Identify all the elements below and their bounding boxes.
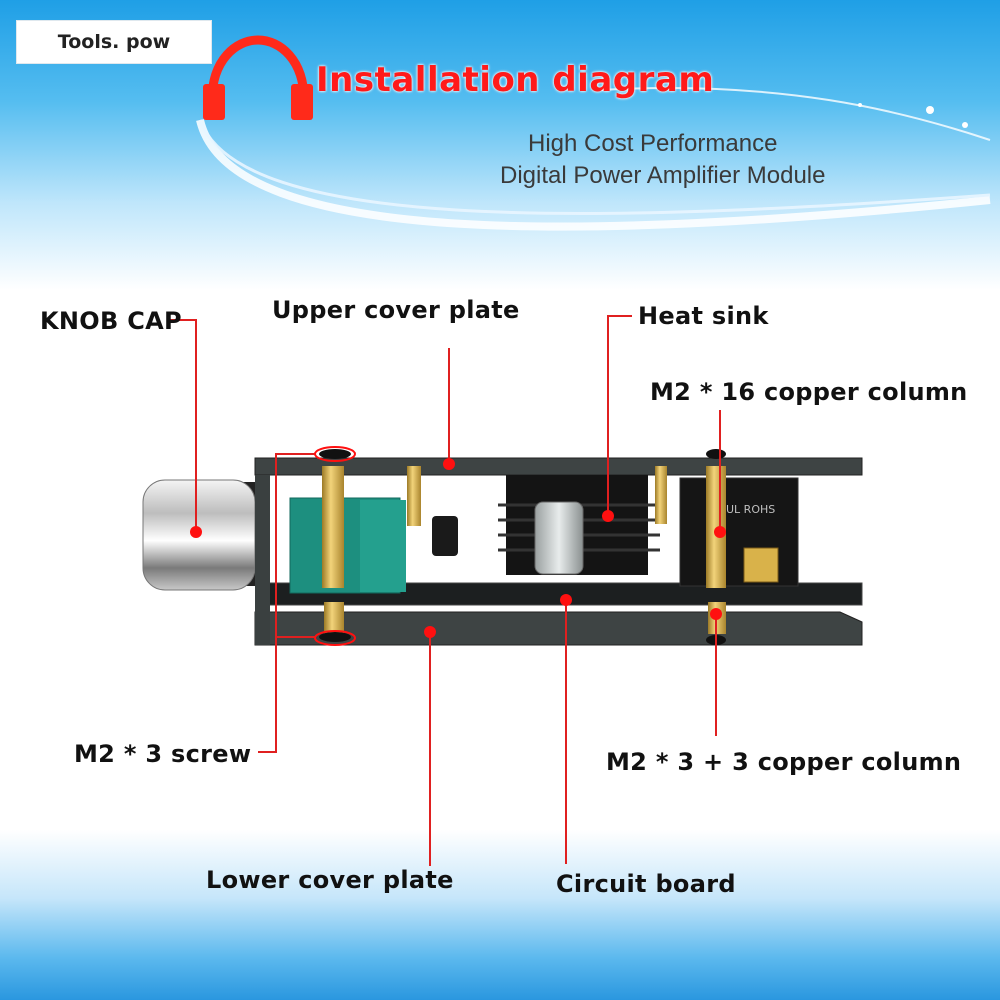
copper-column-back	[655, 466, 667, 524]
copper-column-mid	[407, 466, 421, 526]
label-m2-3-3-copper-column: M2 * 3 + 3 copper column	[606, 748, 962, 776]
side-plate	[255, 475, 270, 645]
rohs-marking: UL ROHS	[726, 503, 775, 516]
header-swoosh	[196, 87, 991, 231]
subtitle-line-2: Digital Power Amplifier Module	[500, 162, 826, 189]
capacitor	[534, 501, 584, 575]
copper-column-left	[322, 466, 344, 588]
subtitle-line-1: High Cost Performance	[528, 130, 778, 157]
brand-label: Tools. pow	[16, 20, 212, 64]
component	[432, 516, 458, 556]
headphones-icon	[203, 35, 313, 120]
label-m2-16-copper-column: M2 * 16 copper column	[650, 378, 968, 406]
label-circuit-board: Circuit board	[556, 870, 736, 898]
jack-pins	[743, 547, 779, 583]
page-title: Installation diagram	[316, 60, 715, 100]
label-m2-3-screw: M2 * 3 screw	[74, 740, 252, 768]
label-knob-cap: KNOB CAP	[40, 307, 182, 335]
marker-dots	[190, 458, 726, 638]
screw-highlight-rings	[314, 446, 356, 646]
potentiometer-front	[360, 500, 406, 592]
screw-bottom	[319, 632, 351, 642]
label-heat-sink: Heat sink	[638, 302, 769, 330]
footer-background	[0, 830, 1000, 1000]
copper-column-lower-left	[324, 602, 344, 634]
screw-top	[319, 449, 351, 459]
label-lower-cover-plate: Lower cover plate	[206, 866, 454, 894]
label-upper-cover-plate: Upper cover plate	[272, 296, 520, 324]
